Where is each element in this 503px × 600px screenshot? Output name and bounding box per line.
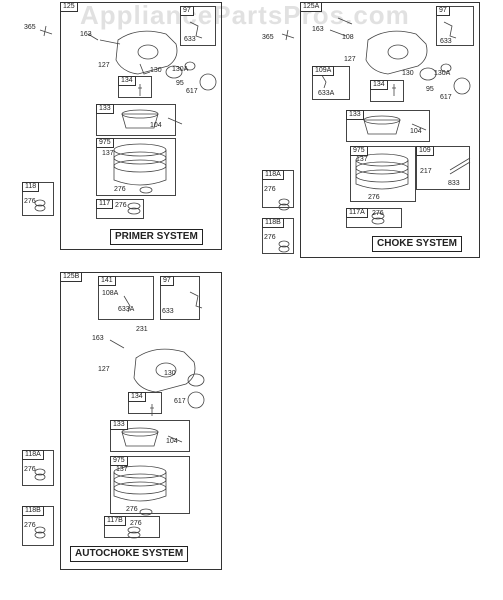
part-133-choke-box — [346, 110, 430, 142]
primer-system-title: PRIMER SYSTEM — [110, 229, 203, 245]
part-133-box — [96, 104, 176, 136]
part-97-box — [180, 6, 216, 46]
part-617[interactable]: 617 — [186, 88, 198, 95]
part-127[interactable]: 127 — [98, 62, 110, 69]
part-633-choke[interactable]: 633 — [440, 38, 452, 45]
part-134[interactable]: 134 — [118, 76, 136, 86]
part-276-117b[interactable]: 276 — [130, 520, 142, 527]
primer-system-tag: 125 — [60, 2, 78, 12]
part-133[interactable]: 133 — [96, 104, 114, 114]
part-117b-box — [104, 516, 160, 538]
part-118b-choke[interactable]: 118B — [262, 218, 284, 228]
part-633[interactable]: 633 — [184, 36, 196, 43]
part-118a-choke[interactable]: 118A — [262, 170, 284, 180]
carburetor-primer-drawing — [115, 30, 178, 75]
part-975-choke[interactable]: 975 — [350, 146, 368, 156]
part-133-auto[interactable]: 133 — [110, 420, 128, 430]
part-633a-choke[interactable]: 633A — [318, 90, 335, 97]
part-276-118a-auto[interactable]: 276 — [24, 466, 36, 473]
part-975-box — [96, 138, 176, 196]
part-163-auto[interactable]: 163 — [92, 335, 104, 342]
part-276-118b-choke[interactable]: 276 — [264, 234, 276, 241]
part-97-choke-box — [436, 6, 474, 46]
part-127-auto[interactable]: 127 — [98, 366, 110, 373]
part-117a-box — [346, 208, 402, 228]
autochoke-system-tag: 125B — [60, 272, 83, 282]
part-975-auto[interactable]: 975 — [110, 456, 128, 466]
part-137-auto[interactable]: 137 — [116, 466, 128, 473]
part-109[interactable]: 109 — [416, 146, 434, 156]
part-134-auto[interactable]: 134 — [128, 392, 146, 402]
part-95[interactable]: 95 — [176, 80, 184, 87]
part-137-choke[interactable]: 137 — [356, 156, 368, 163]
part-109a[interactable]: 109A — [312, 66, 335, 76]
part-365[interactable]: 365 — [24, 24, 36, 31]
part-97-auto-box — [160, 276, 200, 320]
choke-system-title: CHOKE SYSTEM — [372, 236, 463, 252]
part-130a-choke[interactable]: 130A — [434, 70, 451, 77]
part-975-auto-box — [110, 456, 190, 514]
part-127-choke[interactable]: 127 — [344, 56, 356, 63]
part-97-auto[interactable]: 97 — [160, 276, 174, 286]
part-130a[interactable]: 130A — [172, 66, 189, 73]
part-130[interactable]: 130 — [150, 67, 162, 74]
part-130-auto[interactable]: 130 — [164, 370, 176, 377]
part-108-choke[interactable]: 108 — [342, 34, 354, 41]
part-163-choke[interactable]: 163 — [312, 26, 324, 33]
part-276-118[interactable]: 276 — [24, 198, 36, 205]
part-130-choke[interactable]: 130 — [402, 70, 414, 77]
part-118[interactable]: 118 — [22, 182, 40, 192]
part-104[interactable]: 104 — [150, 122, 162, 129]
primer-system-frame — [60, 2, 222, 250]
part-141-box — [98, 276, 154, 320]
part-276-118b-auto[interactable]: 276 — [24, 522, 36, 529]
part-217[interactable]: 217 — [420, 168, 432, 175]
part-97[interactable]: 97 — [180, 6, 194, 16]
part-633a-auto[interactable]: 633A — [118, 306, 135, 313]
autochoke-system-frame — [60, 272, 222, 570]
part-141[interactable]: 141 — [98, 276, 116, 286]
part-276-auto-bowl[interactable]: 276 — [126, 506, 138, 513]
part-365-choke[interactable]: 365 — [262, 34, 274, 41]
part-109-box — [416, 146, 470, 190]
choke-system-tag: 125A — [300, 2, 323, 12]
part-117a[interactable]: 117A — [346, 208, 368, 218]
part-117[interactable]: 117 — [96, 199, 114, 209]
part-633-auto[interactable]: 633 — [162, 308, 174, 315]
part-137[interactable]: 137 — [102, 150, 114, 157]
part-276-choke-bowl[interactable]: 276 — [368, 194, 380, 201]
choke-system-frame — [300, 2, 480, 258]
part-276-117a[interactable]: 276 — [372, 210, 384, 217]
part-276-bowl[interactable]: 276 — [114, 186, 126, 193]
part-118b-auto[interactable]: 118B — [22, 506, 44, 516]
part-117b[interactable]: 117B — [104, 516, 126, 526]
part-133-choke[interactable]: 133 — [346, 110, 364, 120]
part-134-choke[interactable]: 134 — [370, 80, 388, 90]
autochoke-system-title: AUTOCHOKE SYSTEM — [70, 546, 189, 562]
part-833[interactable]: 833 — [448, 180, 460, 187]
part-108a[interactable]: 108A — [102, 290, 119, 297]
part-975[interactable]: 975 — [96, 138, 114, 148]
part-97-choke[interactable]: 97 — [436, 6, 450, 16]
part-231[interactable]: 231 — [136, 326, 148, 333]
watermark-text: AppliancePartsPros.com — [80, 0, 410, 30]
screw-365-primer-drawing — [39, 25, 53, 37]
part-276-117[interactable]: 276 — [115, 202, 127, 209]
part-104-choke[interactable]: 104 — [410, 128, 422, 135]
part-95-choke[interactable]: 95 — [426, 86, 434, 93]
part-133-auto-box — [110, 420, 190, 452]
part-117-box — [96, 199, 144, 219]
part-276-118a-choke[interactable]: 276 — [264, 186, 276, 193]
part-104-auto[interactable]: 104 — [166, 438, 178, 445]
part-617-auto[interactable]: 617 — [174, 398, 186, 405]
part-617-choke[interactable]: 617 — [440, 94, 452, 101]
part-975-choke-box — [350, 146, 416, 202]
part-163[interactable]: 163 — [80, 31, 92, 38]
part-118a-auto[interactable]: 118A — [22, 450, 44, 460]
